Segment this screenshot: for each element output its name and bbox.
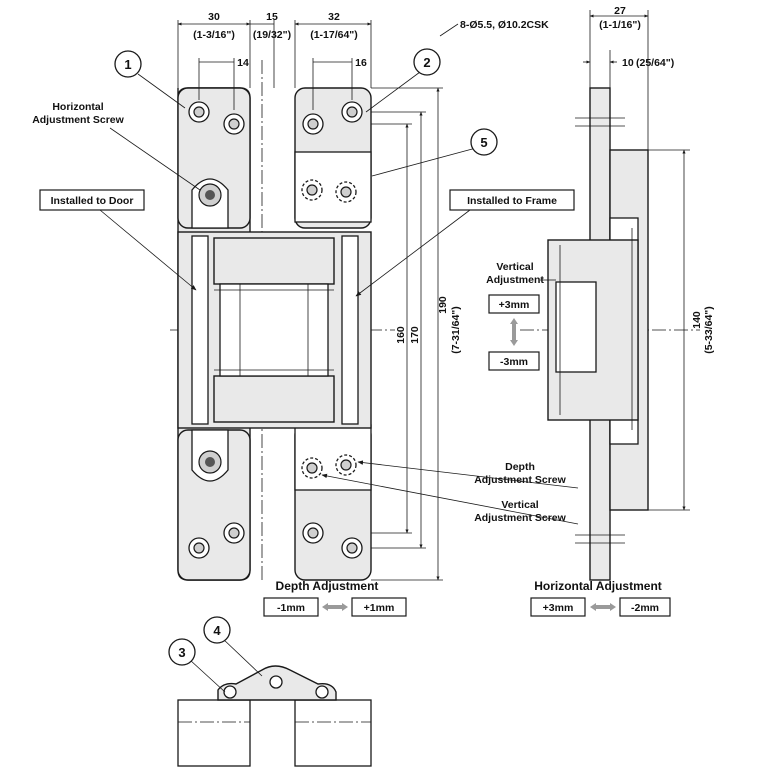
screw-hole: [188, 101, 210, 123]
depth-adjustment-screw-label-2: Adjustment Screw: [474, 474, 566, 486]
horizontal-adjustment-screw-label: Horizontal: [52, 101, 103, 113]
vertical-minus-value: -3mm: [500, 356, 528, 368]
horizontal-adjustment-screw-bottom: [198, 450, 222, 474]
height-dimensions: [371, 87, 443, 581]
dim-140-in: (5-33/64"): [703, 306, 715, 354]
svg-text:4: 4: [213, 623, 221, 638]
screw-hole: [302, 522, 324, 544]
frame-block: [294, 699, 372, 767]
door-block: [177, 699, 251, 767]
callouts: 1 2 3 4 5: [114, 48, 498, 693]
depth-adjustment-screw-label: Depth: [505, 461, 535, 473]
dim-190-in: (7-31/64"): [450, 306, 462, 354]
dim-32: 32: [328, 11, 340, 23]
adjustment-screw: [335, 181, 357, 203]
callout-5: 5: [470, 128, 498, 156]
horizontal-adjustment-caption: Horizontal Adjustment: [534, 579, 662, 593]
dim-160: 160: [395, 326, 407, 344]
svg-text:2: 2: [423, 55, 430, 70]
adjustment-screw: [301, 179, 323, 201]
dim-15: 15: [266, 11, 278, 23]
svg-text:5: 5: [480, 135, 487, 150]
installed-to-frame-label: Installed to Frame: [467, 195, 557, 207]
depth-minus-value: -1mm: [277, 602, 305, 614]
depth-plus-value: +1mm: [364, 602, 395, 614]
vertical-adjustment-screw: [301, 457, 323, 479]
dim-27: 27: [614, 5, 626, 17]
screw-hole: [302, 113, 324, 135]
svg-text:3: 3: [178, 645, 185, 660]
dim-14: 14: [237, 57, 249, 69]
door-leaf: [177, 87, 251, 581]
dim-15-in: (19/32"): [253, 29, 291, 41]
callout-4: 4: [203, 616, 231, 644]
dimension-text: 30 (1-3/16") 15 (19/32") 32 (1-17/64") 1…: [193, 5, 715, 354]
front-view: [170, 20, 443, 581]
top-down-view: [177, 665, 372, 767]
side-view: [520, 10, 700, 581]
screw-hole: [188, 537, 210, 559]
callout-1: 1: [114, 50, 142, 78]
screw-hole: [223, 113, 245, 135]
dim-30-in: (1-3/16"): [193, 29, 235, 41]
callout-3: 3: [168, 638, 196, 666]
horizontal-plus-value: +3mm: [543, 602, 574, 614]
screw-hole: [341, 101, 363, 123]
depth-plus-box: [351, 597, 407, 617]
vertical-adjustment-screw-label-2: Adjustment Screw: [474, 512, 566, 524]
dim-170: 170: [409, 326, 421, 344]
installed-to-door-label: Installed to Door: [51, 195, 134, 207]
horizontal-plus-box: [530, 597, 586, 617]
dim-10: 10: [622, 57, 634, 69]
hinge-body: [177, 231, 372, 429]
vertical-adjustment-screw-label: Vertical: [501, 499, 538, 511]
depth-minus-box: [263, 597, 319, 617]
top-dimensions: [177, 20, 372, 110]
depth-adjustment-screw: [335, 454, 357, 476]
depth-adjustment-caption: Depth Adjustment: [276, 579, 379, 593]
horizontal-minus-value: -2mm: [631, 602, 659, 614]
horizontal-minus-box: [619, 597, 671, 617]
horizontal-adjustment-screw-top: [198, 183, 222, 207]
svg-text:1: 1: [124, 57, 131, 72]
vertical-adjustment-label-2: Adjustment: [486, 274, 544, 286]
hole-spec-label: 8-Ø5.5, Ø10.2CSK: [460, 19, 549, 31]
dim-140: 140: [691, 311, 703, 329]
labels: Horizontal Adjustment Screw Installed to…: [32, 19, 671, 617]
dim-190: 190: [437, 296, 449, 314]
callout-2: 2: [413, 48, 441, 76]
dim-30: 30: [208, 11, 220, 23]
dim-16: 16: [355, 57, 367, 69]
dim-10-in: (25/64"): [636, 57, 674, 69]
vertical-adjustment-label: Vertical: [496, 261, 533, 273]
dim-27-in: (1-1/16"): [599, 19, 641, 31]
vertical-plus-box: [488, 294, 540, 314]
screw-hole: [341, 537, 363, 559]
vertical-minus-box: [488, 351, 540, 371]
vertical-plus-value: +3mm: [499, 299, 530, 311]
screw-hole: [223, 522, 245, 544]
frame-leaf: [294, 87, 372, 581]
horizontal-adjustment-screw-label-2: Adjustment Screw: [32, 114, 124, 126]
dim-32-in: (1-17/64"): [310, 29, 358, 41]
